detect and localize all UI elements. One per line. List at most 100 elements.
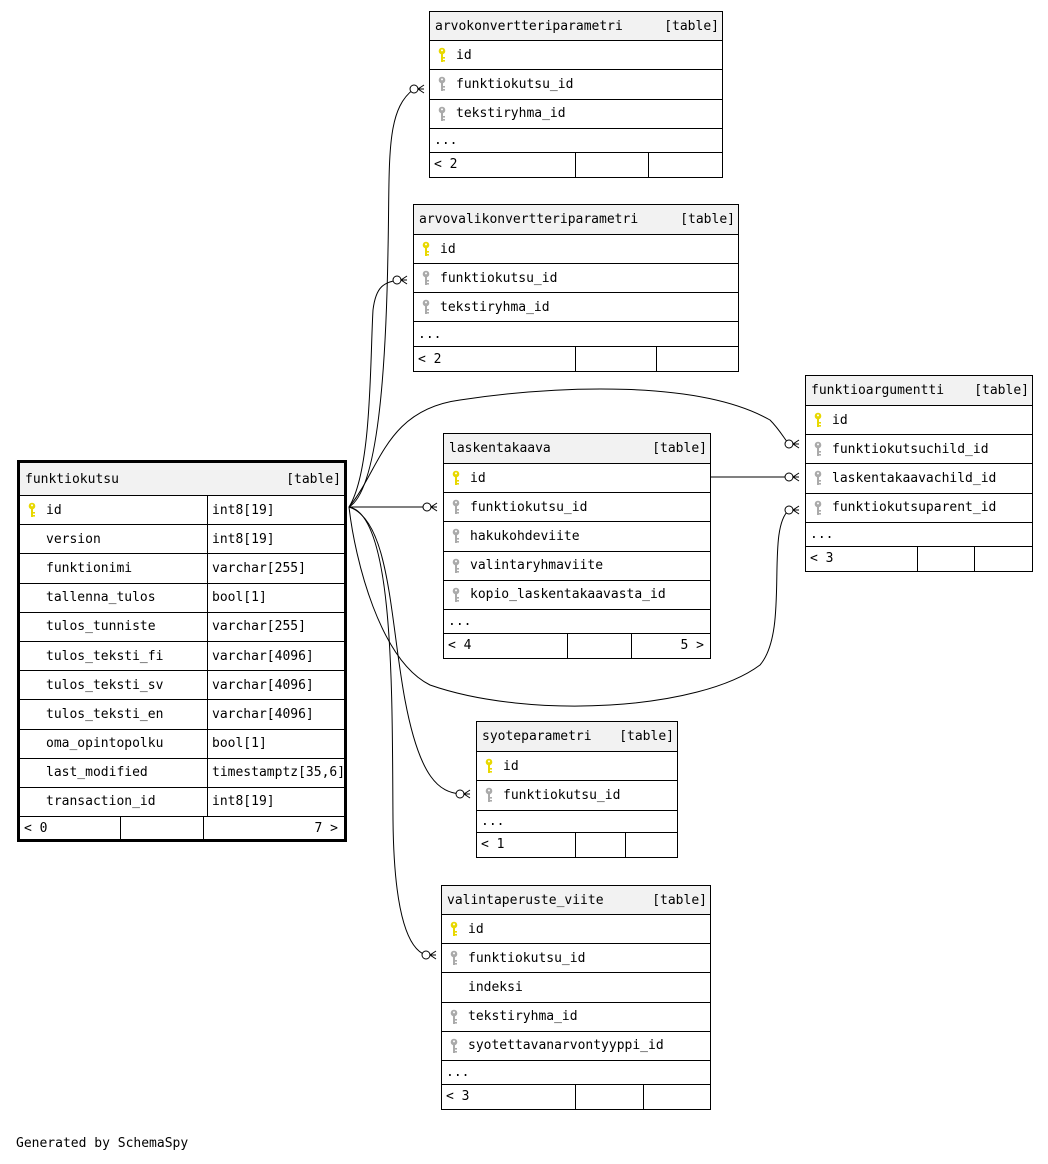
column-row[interactable]: funktiokutsu_id [444,493,710,523]
table-name[interactable]: funktioargumentti [811,383,945,398]
column-name: tekstiryhma_id [456,106,566,122]
column-name: tulos_teksti_fi [46,648,164,664]
foreign-key-icon [448,493,464,521]
column-row[interactable]: id [477,752,677,782]
column-row[interactable]: id [430,41,722,71]
column-name: id [46,502,62,518]
column-row[interactable]: funktionimi varchar[255] [20,554,344,584]
crows-foot-marker [400,275,408,285]
column-row[interactable]: laskentakaavachild_id [806,464,1032,494]
children-count[interactable]: 5 > [680,638,704,654]
table-name[interactable]: laskentakaava [449,441,551,456]
column-row[interactable]: funktiokutsu_id [477,781,677,811]
column-row[interactable]: id [414,235,738,264]
parents-count[interactable]: < 1 [477,832,576,857]
crows-foot-marker [463,789,471,799]
column-name: hakukohdeviite [470,528,580,544]
column-type: bool[1] [207,583,344,612]
parents-count[interactable]: < 4 [444,633,568,658]
column-row[interactable]: funktiokutsuparent_id [806,494,1032,523]
zero-or-many-marker [421,950,431,960]
column-row[interactable]: funktiokutsu_id [442,944,710,974]
edge-arvovalikonvertteriparametri [348,279,398,508]
column-row[interactable]: funktiokutsuchild_id [806,435,1032,465]
parents-count[interactable]: < 2 [430,152,576,177]
more-columns-ellipsis: ... [414,322,738,347]
parents-count[interactable]: < 0 [20,817,121,840]
column-name: transaction_id [46,794,156,810]
column-row[interactable]: syotettavanarvontyyppi_id [442,1032,710,1061]
column-row[interactable]: indeksi [442,973,710,1003]
column-type: varchar[4096] [207,700,344,729]
children-count[interactable] [626,833,677,857]
table-header: laskentakaava[table] [444,434,710,464]
foreign-key-icon [810,494,826,522]
column-row[interactable]: tekstiryhma_id [442,1003,710,1032]
foreign-key-icon [434,70,450,98]
foreign-key-icon [446,1032,462,1060]
no-key-spacer [24,759,40,787]
table-name[interactable]: funktiokutsu [25,471,119,487]
column-name: laskentakaavachild_id [832,470,997,486]
table-name[interactable]: arvokonvertteriparametri [435,18,623,34]
crows-foot-marker [417,84,425,94]
no-key-spacer [24,700,40,728]
column-name: id [440,241,456,257]
column-row[interactable]: id [806,406,1032,436]
edge-arvokonvertteriparametri [348,88,415,508]
column-row[interactable]: tekstiryhma_id [414,293,738,322]
edge-valintaperuste-viite [348,506,427,956]
zero-or-many-marker [409,84,419,94]
no-key-spacer [24,788,40,816]
column-name: tulos_teksti_sv [46,677,164,693]
no-key-spacer [24,642,40,670]
children-count[interactable] [644,1085,710,1109]
parents-count[interactable]: < 3 [442,1084,576,1109]
column-row[interactable]: hakukohdeviite [444,522,710,552]
column-row[interactable]: id [442,915,710,945]
column-row[interactable]: tekstiryhma_id [430,100,722,129]
children-count[interactable]: 7 > [314,820,338,836]
column-name: funktionimi [46,560,133,576]
table-footer: < 3 [806,546,1032,571]
column-type: varchar[255] [207,554,344,583]
table-name[interactable]: arvovalikonvertteriparametri [419,212,639,227]
column-row[interactable]: kopio_laskentakaavasta_id [444,581,710,610]
table-name[interactable]: syoteparametri [482,729,592,744]
children-count[interactable] [657,347,738,371]
no-key-spacer [24,554,40,582]
column-row[interactable]: valintaryhmaviite [444,552,710,581]
edge-syoteparametri [348,506,461,795]
parents-count[interactable]: < 2 [414,347,576,371]
table-footer: < 2 [430,152,722,177]
foreign-key-icon [448,581,464,609]
generated-by-footer: Generated by SchemaSpy [16,1136,189,1151]
column-row[interactable]: funktiokutsu_id [414,264,738,293]
more-columns-ellipsis: ... [442,1061,710,1085]
column-row[interactable]: funktiokutsu_id [430,70,722,100]
children-count[interactable] [649,153,722,177]
crows-foot-marker [792,472,800,482]
children-count[interactable] [975,547,1032,571]
column-name: last_modified [46,765,148,781]
table-name[interactable]: valintaperuste_viite [447,892,604,908]
parents-count[interactable]: < 3 [806,546,918,571]
column-row[interactable]: id [444,464,710,494]
